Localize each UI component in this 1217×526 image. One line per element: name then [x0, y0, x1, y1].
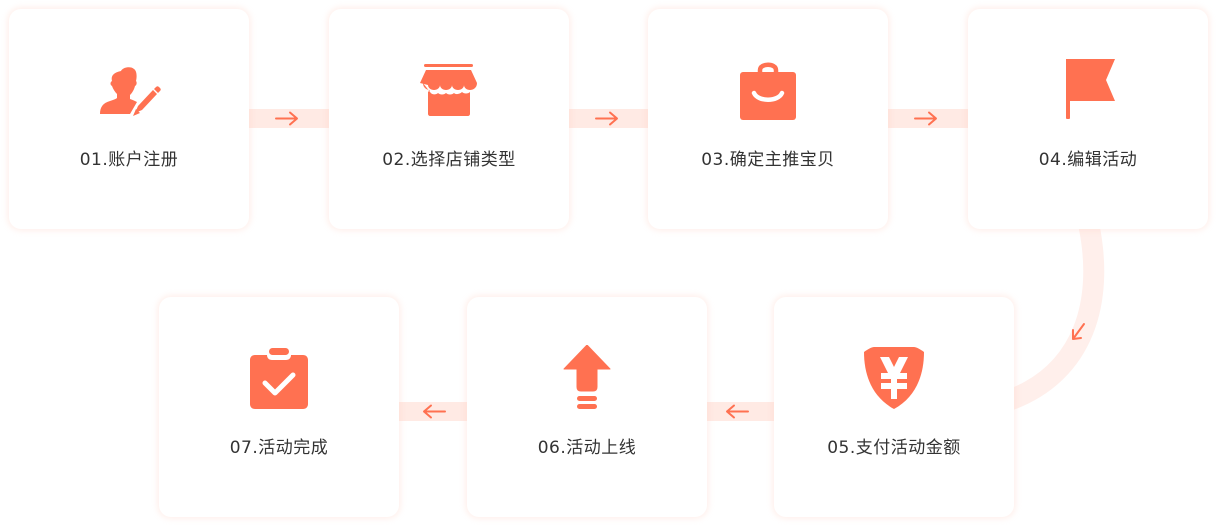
step-label: 06.活动上线 [537, 438, 637, 458]
step-card-07: 07.活动完成 [159, 297, 399, 517]
shopping-bag-icon [740, 62, 796, 120]
user-edit-icon [100, 67, 161, 116]
clipboard-check-icon [250, 348, 308, 409]
arrow-left-icon [423, 404, 446, 419]
connector-04-05 [1006, 223, 1105, 410]
step-label: 01.账户注册 [79, 150, 179, 170]
step-card-05: 05.支付活动金额 [774, 297, 1014, 517]
arrow-down-left-icon [1072, 323, 1085, 340]
step-card-04: 04.编辑活动 [968, 9, 1208, 229]
yen-shield-icon [864, 347, 924, 409]
step-card-02: 02.选择店铺类型 [329, 9, 569, 229]
step-card-06: 06.活动上线 [467, 297, 707, 517]
arrow-left-icon [726, 404, 749, 419]
arrow-right-icon [275, 111, 298, 126]
step-label: 05.支付活动金额 [827, 438, 961, 458]
step-label: 07.活动完成 [229, 438, 329, 458]
step-label: 04.编辑活动 [1038, 150, 1138, 170]
flag-icon [1066, 59, 1115, 119]
upload-arrow-icon [563, 345, 611, 409]
store-icon [420, 64, 477, 116]
step-card-03: 03.确定主推宝贝 [648, 9, 888, 229]
step-label: 03.确定主推宝贝 [701, 150, 835, 170]
arrow-right-icon [595, 111, 618, 126]
step-label: 02.选择店铺类型 [382, 150, 516, 170]
step-card-01: 01.账户注册 [9, 9, 249, 229]
arrow-right-icon [914, 111, 937, 126]
